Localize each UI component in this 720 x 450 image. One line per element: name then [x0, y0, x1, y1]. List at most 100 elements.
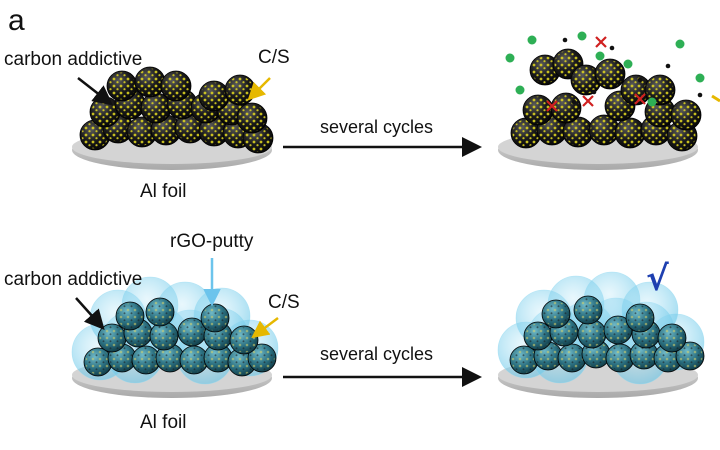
- x-mark: [595, 36, 607, 48]
- sulfur-texture: [512, 119, 540, 147]
- carbon-sulfur-sphere: [529, 54, 561, 86]
- x-mark: [546, 100, 558, 112]
- sulfur-texture: [117, 303, 143, 329]
- sulfur-texture: [605, 317, 631, 343]
- top-left-electrode: [72, 66, 274, 170]
- sulfur-texture: [147, 299, 173, 325]
- carbon-sulfur-sphere: [670, 99, 702, 131]
- sulfur-texture: [659, 325, 685, 351]
- sulfur-texture: [543, 301, 569, 327]
- sulfur-texture: [205, 345, 231, 371]
- carbon-sulfur-sphere: [620, 74, 652, 106]
- carbon-sulfur-sphere: [541, 299, 571, 329]
- top-additive-pointer-arrow: [77, 77, 114, 106]
- sulfur-texture: [108, 72, 136, 100]
- small-particle-dot: [665, 63, 671, 69]
- sulfur-texture: [631, 342, 657, 368]
- small-particle-dot: [609, 45, 615, 51]
- carbon-sulfur-sphere: [577, 319, 607, 349]
- sulfur-texture: [525, 323, 551, 349]
- sulfur-texture: [572, 66, 600, 94]
- carbon-sulfur-sphere: [131, 345, 161, 375]
- sulfur-texture: [85, 349, 111, 375]
- top-process-label: several cycles: [320, 117, 433, 137]
- sulfur-texture: [646, 76, 674, 104]
- top-right-edge-yellow-arrow: [711, 94, 720, 103]
- polysulfide-dot: [505, 53, 515, 63]
- carbon-sulfur-sphere: [106, 70, 138, 102]
- bottom-cs-pointer-arrow: [251, 317, 279, 339]
- bottom-right-electrode: [497, 271, 705, 398]
- carbon-sulfur-sphere: [522, 94, 554, 126]
- sulfur-texture: [128, 118, 156, 146]
- top-additive-label: carbon addictive: [4, 49, 142, 70]
- carbon-sulfur-sphere: [557, 343, 587, 373]
- small-particle-dot: [571, 99, 577, 105]
- sulfur-texture: [531, 56, 559, 84]
- carbon-sulfur-sphere: [614, 117, 646, 149]
- sulfur-texture: [226, 76, 254, 104]
- polysulfide-dot: [647, 97, 657, 107]
- carbon-sulfur-sphere: [236, 102, 268, 134]
- carbon-sulfur-sphere: [573, 295, 603, 325]
- polysulfide-dot: [527, 35, 537, 45]
- top-foil-label: Al foil: [140, 181, 186, 202]
- bottom-process-label: several cycles: [320, 344, 433, 364]
- carbon-sulfur-sphere: [224, 74, 256, 106]
- sulfur-texture: [672, 101, 700, 129]
- sulfur-texture: [176, 114, 204, 142]
- sulfur-texture: [231, 327, 257, 353]
- x-mark: [582, 95, 594, 107]
- carbon-sulfur-sphere: [657, 323, 687, 353]
- carbon-sulfur-spheres: [83, 297, 277, 377]
- carbon-sulfur-sphere: [605, 343, 635, 373]
- carbon-sulfur-sphere: [140, 92, 172, 124]
- bottom-cs-label: C/S: [268, 292, 300, 313]
- sulfur-texture: [616, 119, 644, 147]
- carbon-sulfur-sphere: [588, 114, 620, 146]
- sulfur-texture: [200, 117, 228, 145]
- sulfur-texture: [162, 72, 190, 100]
- sulfur-texture: [142, 94, 170, 122]
- sulfur-texture: [607, 345, 633, 371]
- carbon-sulfur-spheres: [79, 66, 274, 154]
- sulfur-texture: [552, 94, 580, 122]
- x-stroke: [546, 100, 558, 112]
- carbon-sulfur-sphere: [177, 317, 207, 347]
- carbon-sulfur-sphere: [594, 58, 626, 90]
- sulfur-texture: [179, 319, 205, 345]
- bottom-additive-label: carbon addictive: [4, 269, 142, 290]
- sulfur-texture: [564, 118, 592, 146]
- sulfur-texture: [590, 116, 618, 144]
- sulfur-texture: [152, 116, 180, 144]
- sulfur-texture: [157, 345, 183, 371]
- sulfur-texture: [596, 60, 624, 88]
- sulfur-texture: [559, 345, 585, 371]
- bottom-left-electrode: [71, 276, 279, 398]
- carbon-sulfur-sphere: [155, 343, 185, 373]
- carbon-sulfur-sphere: [83, 347, 113, 377]
- sulfur-texture: [91, 98, 119, 126]
- sulfur-texture: [136, 68, 164, 96]
- carbon-sulfur-sphere: [79, 119, 111, 151]
- top-cs-label: C/S: [258, 47, 290, 68]
- small-particle-dot: [637, 77, 643, 83]
- carbon-sulfur-sphere: [97, 323, 127, 353]
- polysulfide-dot: [623, 59, 633, 69]
- carbon-sulfur-sphere: [644, 74, 676, 106]
- failure-x-marks: [546, 36, 646, 112]
- small-particle-dot: [562, 37, 568, 43]
- carbon-sulfur-sphere: [229, 325, 259, 355]
- sulfur-texture: [202, 305, 228, 331]
- detached-carbon-sulfur-spheres: [510, 48, 702, 152]
- sulfur-texture: [200, 82, 228, 110]
- polysulfide-dot: [577, 31, 587, 41]
- small-particle-dot: [697, 92, 703, 98]
- carbon-sulfur-sphere: [675, 341, 705, 371]
- carbon-sulfur-sphere: [134, 66, 166, 98]
- carbon-sulfur-sphere: [625, 303, 655, 333]
- polysulfide-dot: [695, 73, 705, 83]
- panel-label: a: [8, 4, 25, 37]
- carbon-sulfur-sphere: [200, 303, 230, 333]
